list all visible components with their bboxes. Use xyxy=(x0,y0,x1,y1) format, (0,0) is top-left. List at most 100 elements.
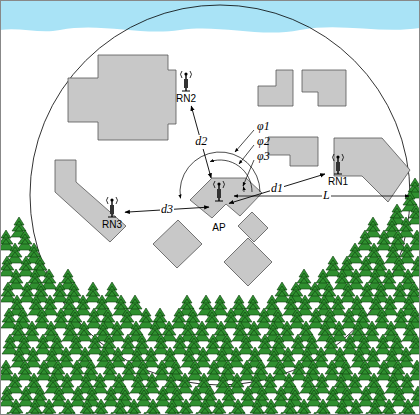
tree xyxy=(238,334,254,354)
tree xyxy=(223,308,239,328)
tree xyxy=(374,308,390,328)
tree xyxy=(205,334,221,354)
tree xyxy=(359,282,375,302)
antenna-symbol xyxy=(211,180,227,202)
tree xyxy=(323,334,339,354)
building xyxy=(55,160,126,242)
tree xyxy=(325,256,341,276)
tree xyxy=(410,386,420,406)
tree xyxy=(119,308,135,328)
tree xyxy=(0,360,14,380)
tree xyxy=(408,334,420,354)
tree xyxy=(1,308,17,328)
distance-label: d1 xyxy=(270,182,284,195)
leader-line xyxy=(235,130,254,186)
tree xyxy=(34,308,50,328)
tree xyxy=(41,399,57,415)
angle-arc xyxy=(180,152,260,198)
tree xyxy=(222,412,238,415)
building xyxy=(334,138,410,202)
tree xyxy=(103,386,119,406)
tree xyxy=(178,399,194,415)
tree xyxy=(18,256,34,276)
angle-label: φ1 xyxy=(256,120,271,133)
tree xyxy=(189,412,205,415)
tree xyxy=(240,386,256,406)
tree xyxy=(93,399,109,415)
tree xyxy=(170,412,186,415)
tree xyxy=(104,282,120,302)
tree xyxy=(86,308,102,328)
tree xyxy=(221,386,237,406)
tree xyxy=(87,334,103,354)
angle-label: φ2 xyxy=(256,135,271,148)
tree xyxy=(340,412,356,415)
tree xyxy=(324,360,340,380)
tree xyxy=(391,256,407,276)
tree xyxy=(51,386,67,406)
tree xyxy=(155,386,171,406)
tree xyxy=(307,282,323,302)
tree xyxy=(376,360,392,380)
building xyxy=(68,55,176,140)
tree xyxy=(171,308,187,328)
tree xyxy=(52,412,68,415)
tree xyxy=(321,412,337,415)
tree xyxy=(0,412,16,415)
tree xyxy=(206,360,222,380)
building xyxy=(153,220,202,268)
tree xyxy=(118,412,134,415)
tree xyxy=(66,412,82,415)
tree xyxy=(0,282,16,302)
angle-arc xyxy=(210,160,252,192)
tree xyxy=(36,360,52,380)
tree xyxy=(392,412,408,415)
building xyxy=(224,238,272,286)
tree xyxy=(85,282,101,302)
tree xyxy=(136,386,152,406)
tree xyxy=(19,282,35,302)
tree xyxy=(154,360,170,380)
tree xyxy=(120,334,136,354)
tree xyxy=(358,386,374,406)
tree xyxy=(357,360,373,380)
tree xyxy=(33,412,49,415)
node-label: RN1 xyxy=(327,176,349,187)
tree xyxy=(357,230,373,250)
tree xyxy=(8,399,24,415)
tree xyxy=(52,282,68,302)
tree xyxy=(153,334,169,354)
building xyxy=(258,70,293,106)
tree xyxy=(307,412,323,415)
tree xyxy=(151,412,167,415)
antenna-node: RN3 xyxy=(101,196,123,230)
tree xyxy=(406,412,420,415)
antenna-symbol xyxy=(104,196,120,218)
antenna-symbol xyxy=(178,70,194,92)
tree xyxy=(138,308,154,328)
antenna-node: RN2 xyxy=(175,70,197,104)
tree xyxy=(373,412,389,415)
tree xyxy=(308,308,324,328)
distance-label: d2 xyxy=(194,135,208,148)
tree xyxy=(126,399,142,415)
tree xyxy=(408,204,420,224)
tree xyxy=(69,360,85,380)
tree xyxy=(342,334,358,354)
tree xyxy=(70,386,86,406)
tree xyxy=(393,308,409,328)
tree xyxy=(381,399,397,415)
tree xyxy=(35,334,51,354)
tree xyxy=(325,386,341,406)
tree xyxy=(274,412,290,415)
antenna-symbol xyxy=(330,153,346,175)
distance-line xyxy=(191,106,211,178)
building xyxy=(55,55,410,286)
tree xyxy=(359,412,375,415)
dimension-label: L xyxy=(322,189,331,202)
tree xyxy=(256,308,272,328)
forest xyxy=(0,178,420,415)
node-label: AP xyxy=(211,222,226,233)
